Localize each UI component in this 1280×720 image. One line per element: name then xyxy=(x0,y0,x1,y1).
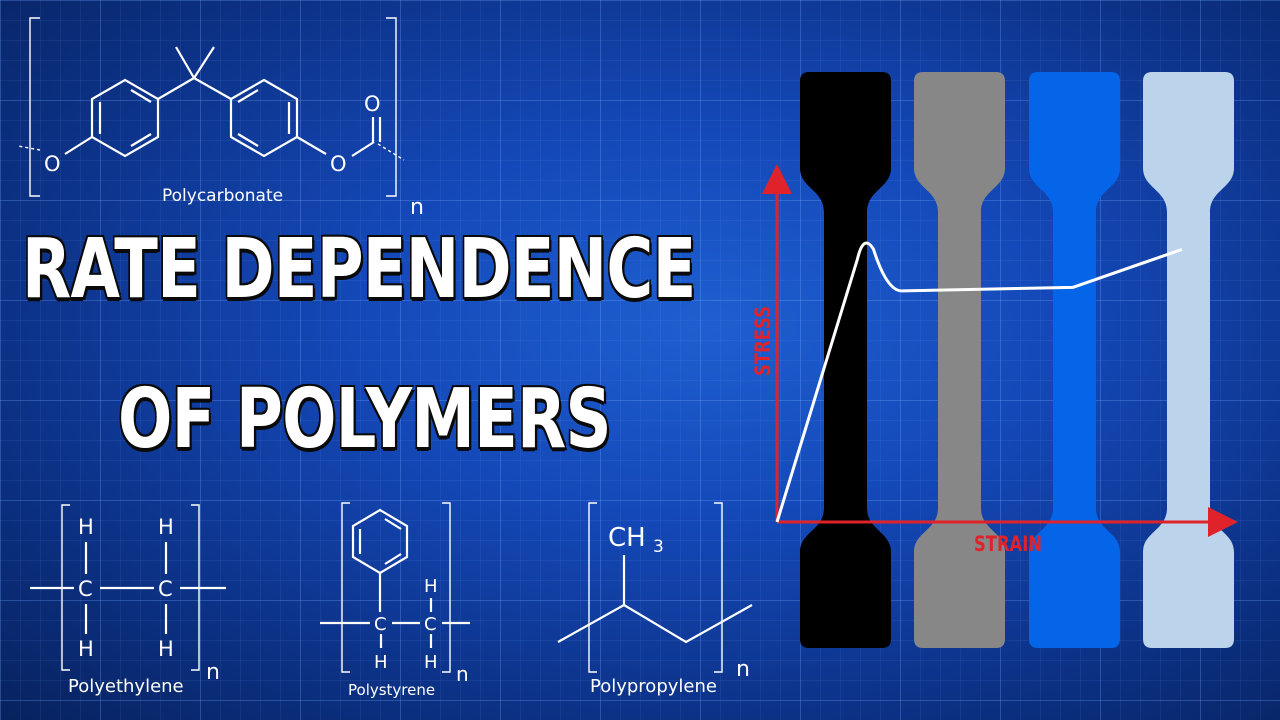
polyethylene-h2: H xyxy=(158,515,174,539)
polystyrene-label: Polystyrene xyxy=(348,681,435,699)
polyethylene-c1: C xyxy=(78,577,93,601)
polypropylene-ch-sub: 3 xyxy=(653,537,664,557)
specimen-3 xyxy=(1029,72,1120,648)
polyethylene-label: Polyethylene xyxy=(68,676,184,697)
polyethylene-subscript: n xyxy=(206,660,220,685)
stress-strain-curve xyxy=(775,241,1183,523)
polycarbonate-subscript: n xyxy=(410,195,424,220)
specimen-1 xyxy=(800,72,891,648)
polycarbonate-label: Polycarbonate xyxy=(162,186,283,206)
polystyrene-subscript: n xyxy=(456,662,469,686)
specimen-2 xyxy=(914,72,1005,648)
polypropylene-label: Polypropylene xyxy=(590,676,717,697)
polystyrene-c1: C xyxy=(374,614,387,635)
specimen-4 xyxy=(1143,72,1234,648)
polypropylene-subscript: n xyxy=(736,657,750,682)
title-line-2: OF POLYMERS xyxy=(118,372,612,467)
polyethylene-h3: H xyxy=(78,637,94,661)
polystyrene-h-top: H xyxy=(424,576,438,597)
polypropylene-ch: CH xyxy=(608,523,646,553)
polycarbonate-o-right: O xyxy=(330,152,347,176)
polycarbonate-o-left: O xyxy=(44,152,61,176)
strain-axis-label: STRAIN xyxy=(974,532,1042,556)
stress-axis-label: STRESS xyxy=(751,306,775,376)
polystyrene-c2: C xyxy=(424,614,437,635)
polyethylene-c2: C xyxy=(158,577,173,601)
polyethylene-h1: H xyxy=(78,515,94,539)
polyethylene-h4: H xyxy=(158,637,174,661)
polycarbonate-o-top: O xyxy=(364,92,381,116)
title-line-1: RATE DEPENDENCE xyxy=(22,222,696,317)
polystyrene-h1: H xyxy=(374,652,388,673)
polystyrene-h2: H xyxy=(424,652,438,673)
